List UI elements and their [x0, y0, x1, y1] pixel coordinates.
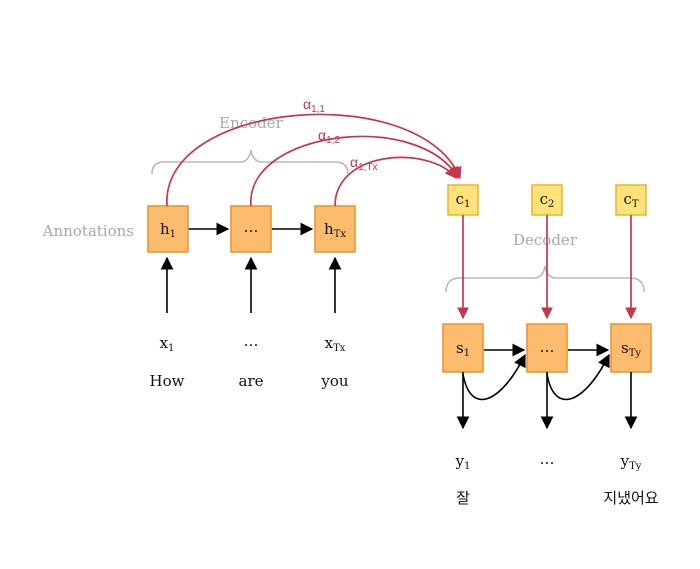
encoder-box-h1-label: h1	[160, 220, 176, 240]
encoder-box-htx-label: hTx	[324, 220, 346, 240]
decoder-feedback-1	[462, 353, 526, 401]
context-box-c1	[447, 184, 479, 216]
encoder-box-h1	[147, 205, 189, 253]
input-dots: …	[244, 332, 259, 350]
attention-arrow-3	[334, 156, 457, 207]
encoder-box-dots	[230, 205, 272, 253]
context-ct-label: cT	[623, 190, 638, 210]
input-word-1: How	[150, 372, 185, 390]
attention-weight-1: α1,1	[303, 96, 325, 115]
input-x1: x1	[160, 334, 175, 354]
context-box-c2	[531, 184, 563, 216]
context-c2-label: c2	[540, 190, 555, 210]
input-xtx: xTx	[325, 334, 346, 354]
encoder-brace	[151, 149, 349, 175]
decoder-box-sty	[610, 323, 652, 373]
decoder-box-dots	[526, 323, 568, 373]
attention-weight-2: α1,2	[318, 127, 340, 146]
attention-arrow-1	[166, 113, 462, 207]
decoder-brace	[445, 265, 645, 293]
decoder-box-s1	[442, 323, 484, 373]
output-word-1: 잘	[456, 490, 470, 507]
input-word-3: you	[320, 372, 349, 390]
decoder-label: Decoder	[513, 231, 578, 249]
output-word-3: 지냈어요	[603, 490, 658, 507]
decoder-feedback-2	[546, 353, 610, 401]
output-dots: …	[540, 450, 555, 468]
output-y1: y1	[455, 452, 471, 472]
attention-weight-3: α1,Tx	[350, 154, 378, 173]
context-c1-label: c1	[456, 190, 471, 210]
decoder-box-sty-label: sTy	[621, 339, 641, 359]
annotations-label: Annotations	[42, 222, 134, 240]
input-word-2: are	[239, 372, 264, 390]
encoder-box-dots-label: …	[244, 218, 259, 236]
decoder-box-dots-label: …	[540, 338, 555, 356]
output-yty: yTy	[620, 452, 642, 472]
decoder-box-s1-label: s1	[456, 339, 470, 359]
attention-arrow-2	[250, 135, 459, 207]
